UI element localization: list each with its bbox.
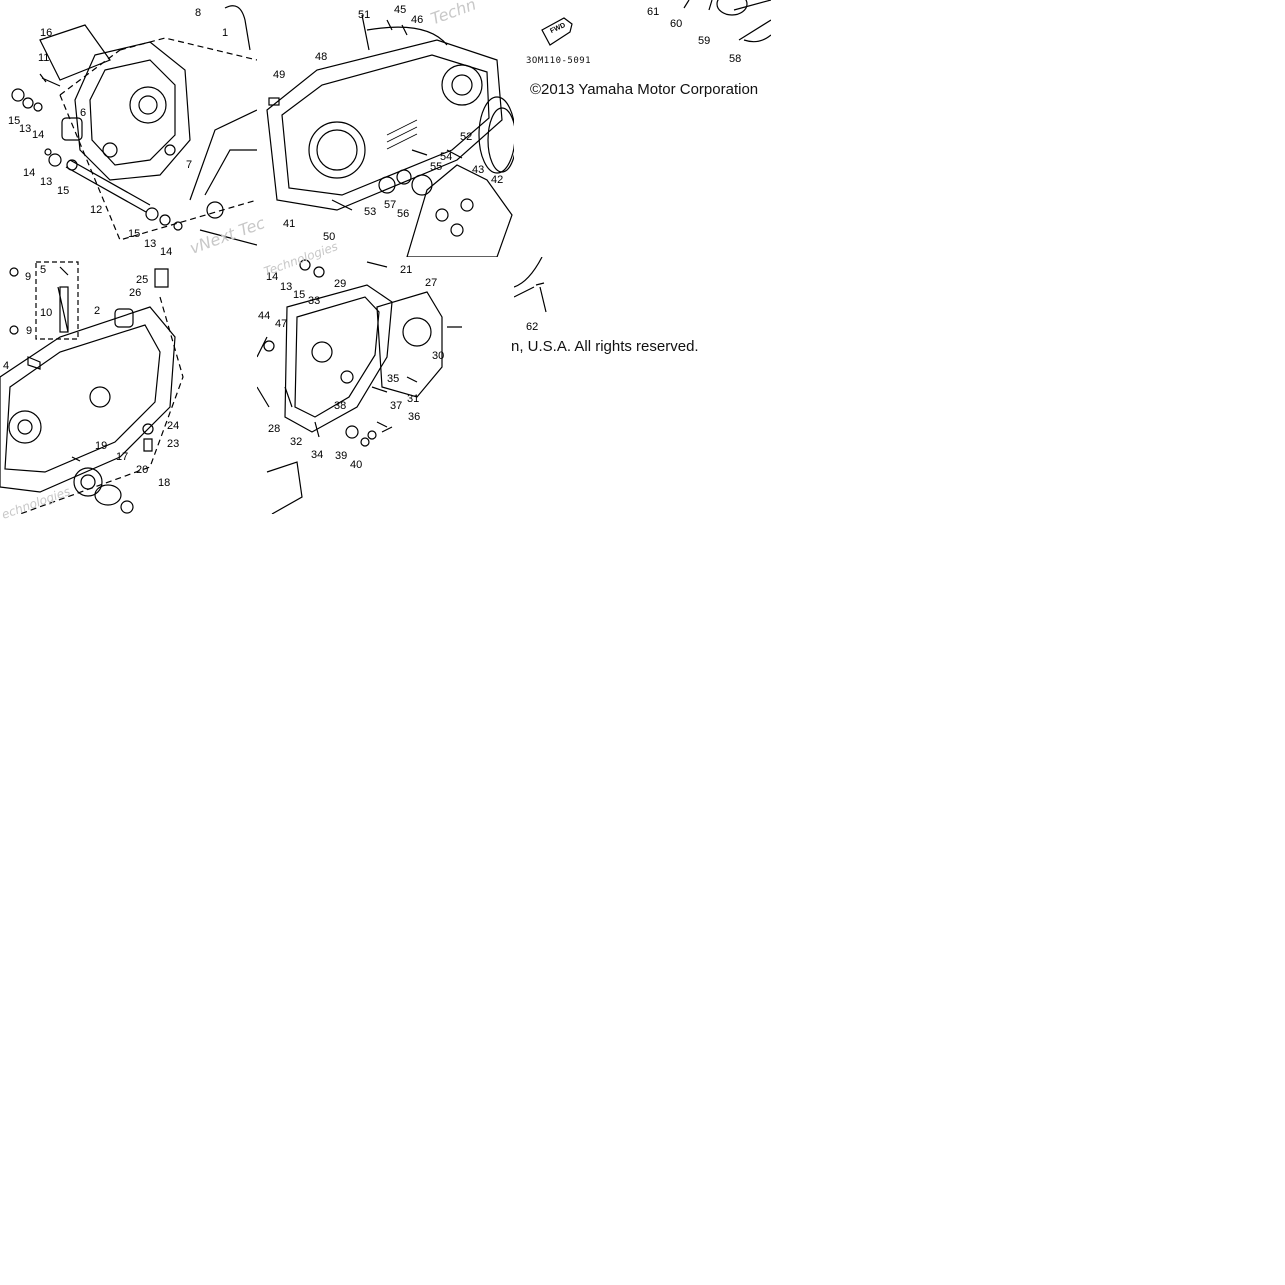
callout-label: 11 [38,52,50,64]
callout-label: 38 [334,400,347,412]
callout-label: 46 [411,14,424,26]
callout-label: 15 [293,289,306,301]
callout-label: 14 [32,129,45,141]
callout-label: 50 [323,231,336,243]
callout-label: 41 [283,218,296,230]
callout-label: 34 [311,449,324,461]
callout-label: 15 [8,115,21,127]
callout-label: 6 [80,107,87,119]
callout-label: 52 [460,131,473,143]
callout-label: 32 [290,436,303,448]
callout-label: 5 [40,264,47,276]
fwd-arrow-drawing [541,0,771,46]
callout-label: 39 [335,450,348,462]
copyright-text: ©2013 Yamaha Motor Corporation [530,81,759,98]
callout-label: 31 [407,393,420,405]
callout-label: 53 [364,206,377,218]
callout-label: 56 [397,208,410,220]
callout-label: 14 [160,246,173,258]
fwd-arrow-icon [541,17,573,46]
callout-label: 12 [90,204,103,216]
callout-label: 17 [116,451,129,463]
callout-label: 14 [266,271,279,283]
callout-label: 7 [186,159,193,171]
callout-label: 20 [136,464,149,476]
copyright-text-tail: n, U.S.A. All rights reserved. [511,338,699,355]
callout-label: 54 [440,151,453,163]
callout-label: 36 [408,411,421,423]
callout-label: 15 [128,228,141,240]
diagram-tile-crankcase-left [0,0,257,257]
callout-label: 8 [195,7,202,19]
callout-label: 49 [273,69,286,81]
callout-label: 13 [144,238,157,250]
callout-label: 35 [387,373,400,385]
callout-label: 13 [40,176,53,188]
callout-label: 9 [25,271,32,283]
callout-label: 61 [647,6,660,18]
bolt-drawing [514,257,547,313]
diagram-tile-crankcase-right [0,257,257,514]
crankcase-cover-drawing [266,14,514,257]
callout-label: 42 [491,174,504,186]
callout-label: 48 [315,51,328,63]
callout-label: 58 [729,53,742,65]
crankcase-right-drawing [0,261,184,514]
callout-label: 13 [19,123,32,135]
callout-label: 13 [280,281,293,293]
callout-label: 33 [308,295,321,307]
callout-label: 55 [430,161,443,173]
callout-label: 57 [384,199,397,211]
callout-label: 27 [425,277,438,289]
callout-label: 9 [26,325,33,337]
callout-label: 19 [95,440,108,452]
callout-label: 47 [275,318,288,330]
callout-label: 2 [94,305,101,317]
callout-label: 24 [167,420,180,432]
callout-label: 23 [167,438,180,450]
diagram-tile-fwd-arrow [514,0,771,257]
callout-label: 59 [698,35,711,47]
callout-label: 30 [432,350,445,362]
diagram-tile-crankcase-cover [257,0,514,257]
diagram-tile-bolt [514,257,771,514]
callout-label: 62 [526,321,539,333]
callout-label: 44 [258,310,271,322]
callout-label: 60 [670,18,683,30]
callout-label: 14 [23,167,36,179]
callout-label: 45 [394,4,407,16]
callout-label: 43 [472,164,485,176]
callout-label: 21 [400,264,413,276]
callout-label: 40 [350,459,363,471]
callout-label: 51 [358,9,371,21]
crankcase-left-drawing [11,5,257,246]
callout-label: 37 [390,400,403,412]
diagram-tile-gasket [257,257,514,514]
gasket-drawing [257,259,462,514]
callout-label: 4 [3,360,10,372]
callout-label: 28 [268,423,281,435]
callout-label: 15 [57,185,70,197]
callout-label: 16 [40,27,53,39]
part-code: 3OM110-5091 [526,56,592,66]
callout-label: 1 [222,27,229,39]
callout-label: 25 [136,274,149,286]
callout-label: 10 [40,307,53,319]
callout-label: 26 [129,287,142,299]
callout-label: 29 [334,278,347,290]
callout-label: 18 [158,477,171,489]
